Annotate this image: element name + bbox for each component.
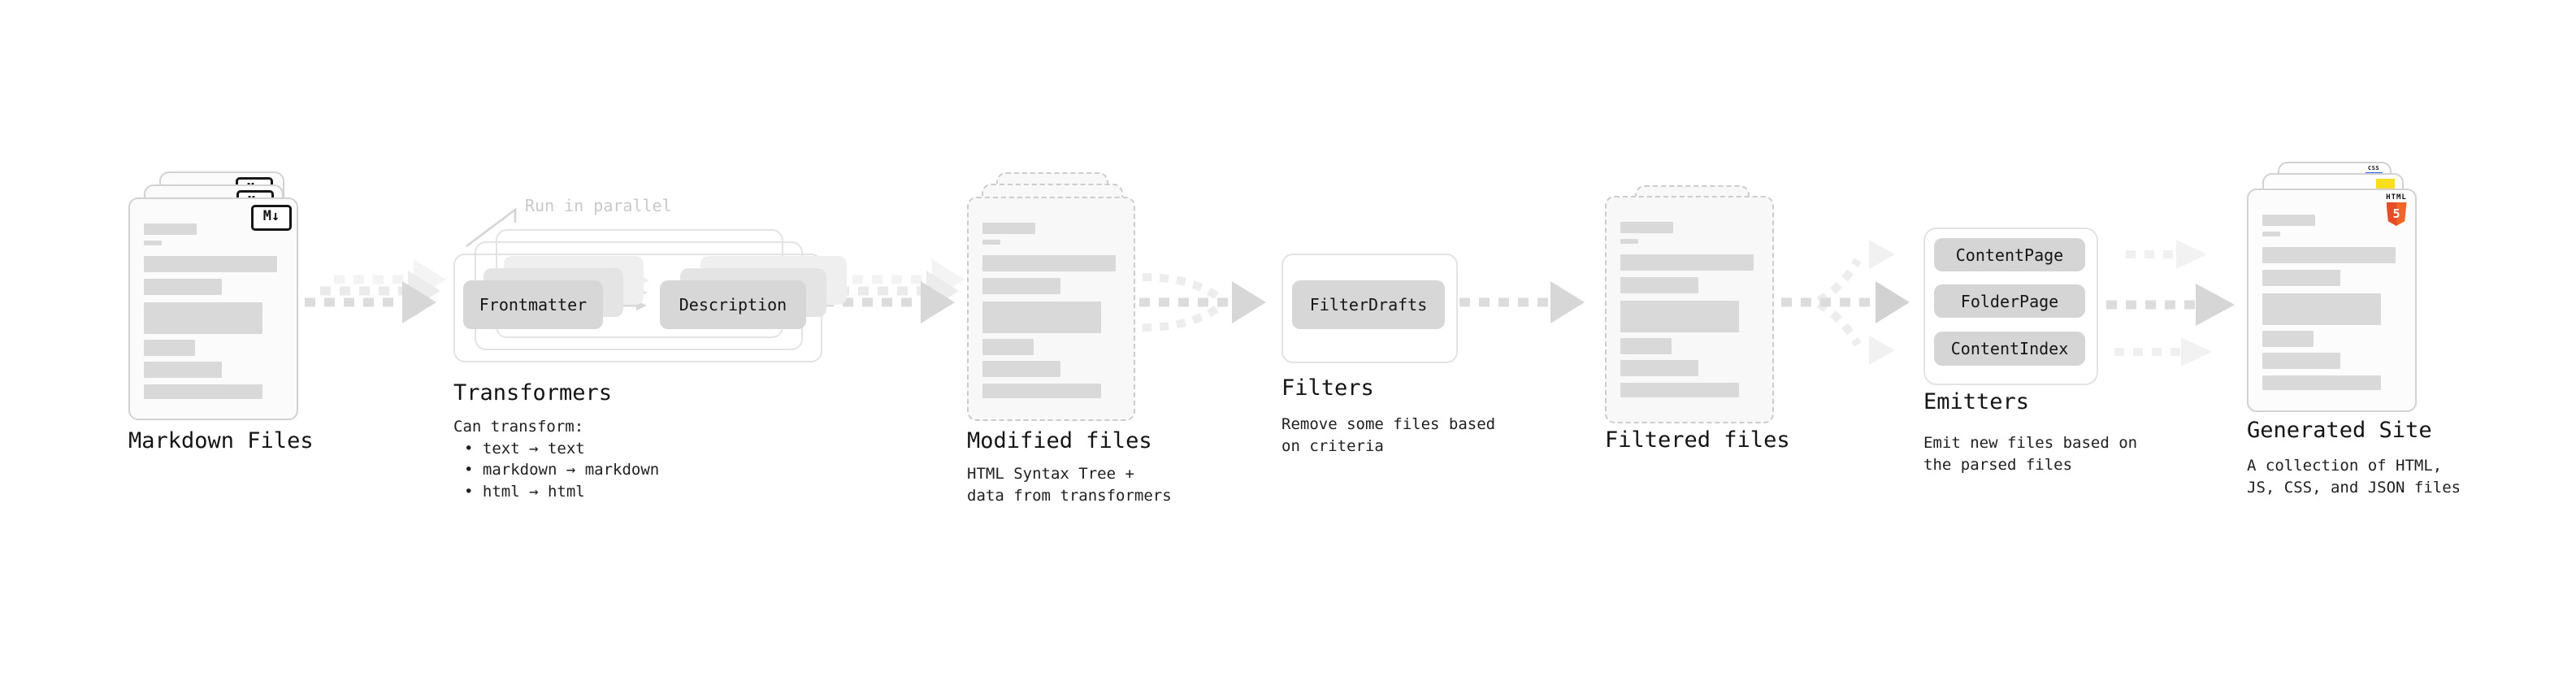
- run-in-parallel-label: Run in parallel: [525, 196, 672, 215]
- stage-desc-generated-site: A collection of HTML, JS, CSS, and JSON …: [2247, 455, 2461, 498]
- stage-title-emitters: Emitters: [1923, 389, 2030, 414]
- filters-box: [1281, 254, 1458, 363]
- desc-line: • markdown → markdown: [464, 461, 660, 479]
- desc-line: on criteria: [1281, 436, 1384, 455]
- stage-title-filtered-files: Filtered files: [1605, 427, 1790, 453]
- html5-label: HTML: [2386, 193, 2407, 202]
- file-card: [1605, 196, 1774, 423]
- stage-title-markdown-files: Markdown Files: [128, 428, 314, 453]
- desc-line: HTML Syntax Tree +: [967, 465, 1134, 483]
- stage-desc-emitters: Emit new files based on the parsed files: [1923, 432, 2137, 475]
- stage-title-transformers: Transformers: [453, 380, 613, 406]
- arrow-modified-to-filters: [1139, 273, 1266, 332]
- content-index-pill: ContentIndex: [1934, 332, 2085, 366]
- html5-number: 5: [2392, 206, 2400, 221]
- stage-title-generated-site: Generated Site: [2247, 418, 2432, 443]
- stage-desc-filters: Remove some files based on criteria: [1281, 414, 1495, 457]
- frontmatter-pill: Frontmatter: [463, 280, 603, 329]
- placeholder-text-bars: [982, 223, 1120, 398]
- arrow-filtered-to-emitters: [1781, 240, 1910, 365]
- desc-line: the parsed files: [1923, 455, 2073, 474]
- html5-icon: HTML 5: [2384, 193, 2409, 226]
- placeholder-text-bars: [2262, 215, 2401, 390]
- stage-desc-modified-files: HTML Syntax Tree + data from transformer…: [967, 463, 1172, 506]
- placeholder-text-bars: [144, 223, 283, 399]
- description-pill: Description: [660, 280, 806, 329]
- stage-title-filters: Filters: [1281, 375, 1374, 401]
- arrow-filters-to-filtered: [1459, 281, 1585, 323]
- js-icon: [2376, 179, 2395, 189]
- content-page-pill: ContentPage: [1934, 238, 2085, 271]
- filter-drafts-pill: FilterDrafts: [1292, 280, 1445, 329]
- file-card: HTML 5: [2247, 189, 2417, 412]
- desc-line: data from transformers: [967, 486, 1172, 505]
- arrow-markdown-to-transformers: [305, 259, 446, 323]
- desc-line: Emit new files based on: [1923, 434, 2138, 452]
- file-card: M↓: [128, 197, 298, 420]
- emitters-box: [1923, 228, 2098, 385]
- desc-line: A collection of HTML,: [2247, 457, 2443, 475]
- stage-desc-transformers: Can transform: • text → text • markdown …: [453, 416, 659, 502]
- css-label: CSS: [2367, 165, 2380, 171]
- arrows-emitters-to-generated: [2106, 240, 2235, 367]
- desc-line: • text → text: [464, 439, 585, 458]
- folder-page-pill: FolderPage: [1934, 284, 2085, 318]
- desc-line: Can transform:: [453, 418, 584, 436]
- placeholder-text-bars: [1620, 222, 1759, 397]
- desc-line: Remove some files based: [1281, 415, 1496, 433]
- markdown-icon: M↓: [251, 205, 292, 231]
- desc-line: • html → html: [464, 482, 585, 501]
- file-card: [967, 197, 1135, 421]
- desc-line: JS, CSS, and JSON files: [2247, 478, 2461, 497]
- stage-title-modified-files: Modified files: [967, 428, 1152, 453]
